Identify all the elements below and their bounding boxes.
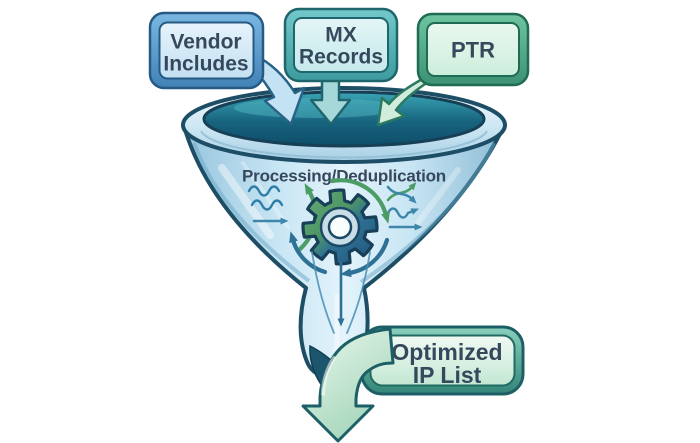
- input-label-line1: Vendor: [170, 31, 241, 54]
- cone-highlight-1: [218, 164, 274, 239]
- input-label-line2: Records: [299, 46, 383, 69]
- rotation-arrow-icon: [289, 231, 328, 275]
- rotation-arrow-icon: [340, 237, 390, 278]
- input-box-ptr: PTR: [416, 12, 530, 87]
- input-label-line1: PTR: [451, 38, 495, 63]
- box-inner: [158, 21, 255, 80]
- output-arrow: [301, 327, 395, 443]
- input-box-vendor-includes: Vendor Includes: [148, 11, 265, 90]
- cone-left-shade: [192, 142, 311, 283]
- ribbon-highlight: [321, 356, 336, 396]
- rotation-arrows: [289, 178, 390, 278]
- gear-hole: [327, 214, 353, 240]
- gear-icon: [301, 188, 379, 266]
- output-label-line1: Optimized: [391, 339, 502, 365]
- cone-right-shade: [359, 142, 496, 284]
- input-label-line2: Includes: [163, 53, 248, 76]
- swoosh-arrow-icon: [386, 185, 417, 204]
- input-label-line1: MX: [325, 24, 357, 47]
- cone-highlight-3: [411, 167, 461, 231]
- squiggle-arrow-icon: [386, 207, 420, 219]
- input-box-mx-records: MX Records: [283, 7, 399, 83]
- output-banner: Optimized IP List: [360, 325, 525, 396]
- rotation-arrow-icon: [329, 178, 390, 224]
- rim-inner-line: [200, 130, 488, 159]
- processing-zone: Processing/Deduplication: [242, 167, 446, 334]
- squiggle-lines-icon: [247, 185, 284, 211]
- output-label-line2: IP List: [413, 362, 482, 388]
- ptr-entry-arrow-icon: [376, 76, 430, 127]
- flow-line: [346, 251, 371, 334]
- stem-flow: [311, 251, 371, 334]
- process-label: Processing/Deduplication: [242, 167, 446, 186]
- flow-line: [311, 251, 335, 334]
- box-inner: [293, 17, 389, 73]
- down-arrow-icon: [301, 327, 395, 443]
- box-inner: [426, 22, 520, 77]
- filtered-flow-icons: [386, 182, 423, 231]
